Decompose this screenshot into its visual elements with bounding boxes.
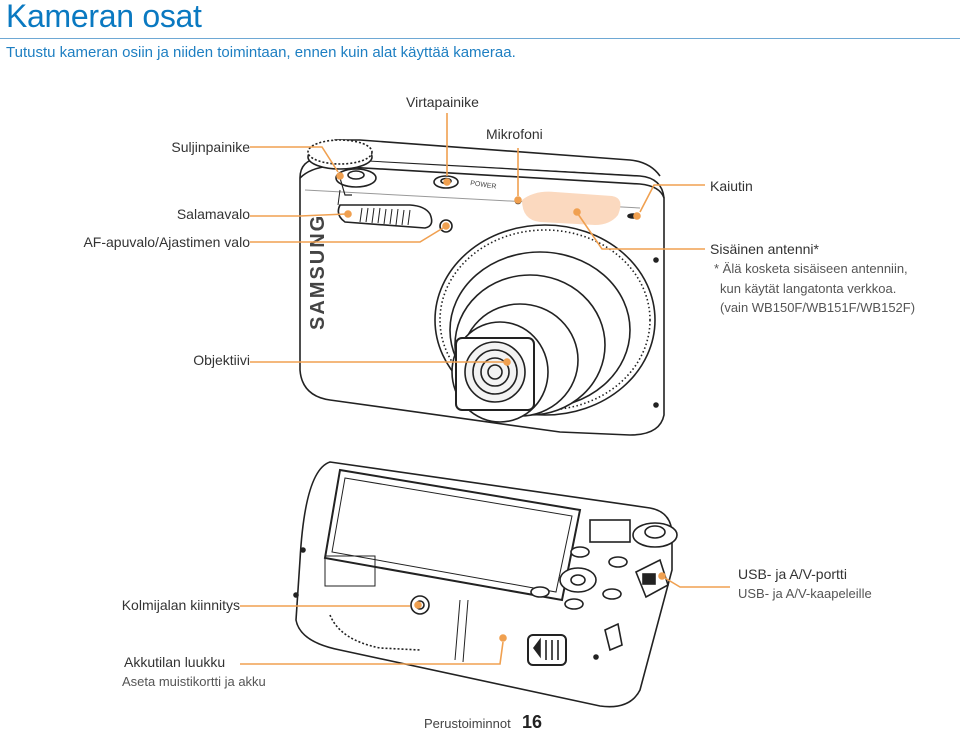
callout-lines [240, 113, 730, 665]
back-camera [293, 461, 678, 708]
page-title: Kameran osat [6, 0, 202, 34]
title-rule [0, 38, 960, 39]
tripod-label: Kolmijalan kiinnitys [121, 597, 240, 613]
page-subtitle: Tutustu kameran osiin ja niiden toiminta… [6, 44, 516, 61]
brand-logo: SAMSUNG [307, 214, 329, 330]
front-camera [299, 139, 665, 436]
page-number: 16 [522, 712, 543, 732]
af-lamp-label: AF-apuvalo/Ajastimen valo [83, 234, 250, 250]
shutter-button-label: Suljinpainike [171, 139, 250, 155]
power-marking: POWER [470, 180, 497, 191]
flash-label: Salamavalo [176, 206, 250, 222]
usb-port-label: USB- ja A/V-portti [738, 566, 847, 582]
antenna-note-2: kun käytät langatonta verkkoa. [720, 281, 897, 296]
microphone-label: Mikrofoni [486, 126, 543, 142]
battery-door-label: Akkutilan luukku [124, 654, 226, 670]
footer-section: Perustoiminnot [424, 716, 511, 731]
lens-label: Objektiivi [193, 352, 250, 368]
antenna-label: Sisäinen antenni* [710, 241, 819, 257]
power-button-label: Virtapainike [406, 94, 479, 110]
usb-port-sublabel: USB- ja A/V-kaapeleille [738, 586, 872, 601]
battery-door-sublabel: Aseta muistikortti ja akku [122, 674, 266, 689]
speaker-label: Kaiutin [710, 178, 753, 194]
antenna-note-1: * Älä kosketa sisäiseen antenniin, [714, 261, 908, 276]
antenna-note-3: (vain WB150F/WB151F/WB152F) [720, 300, 916, 315]
